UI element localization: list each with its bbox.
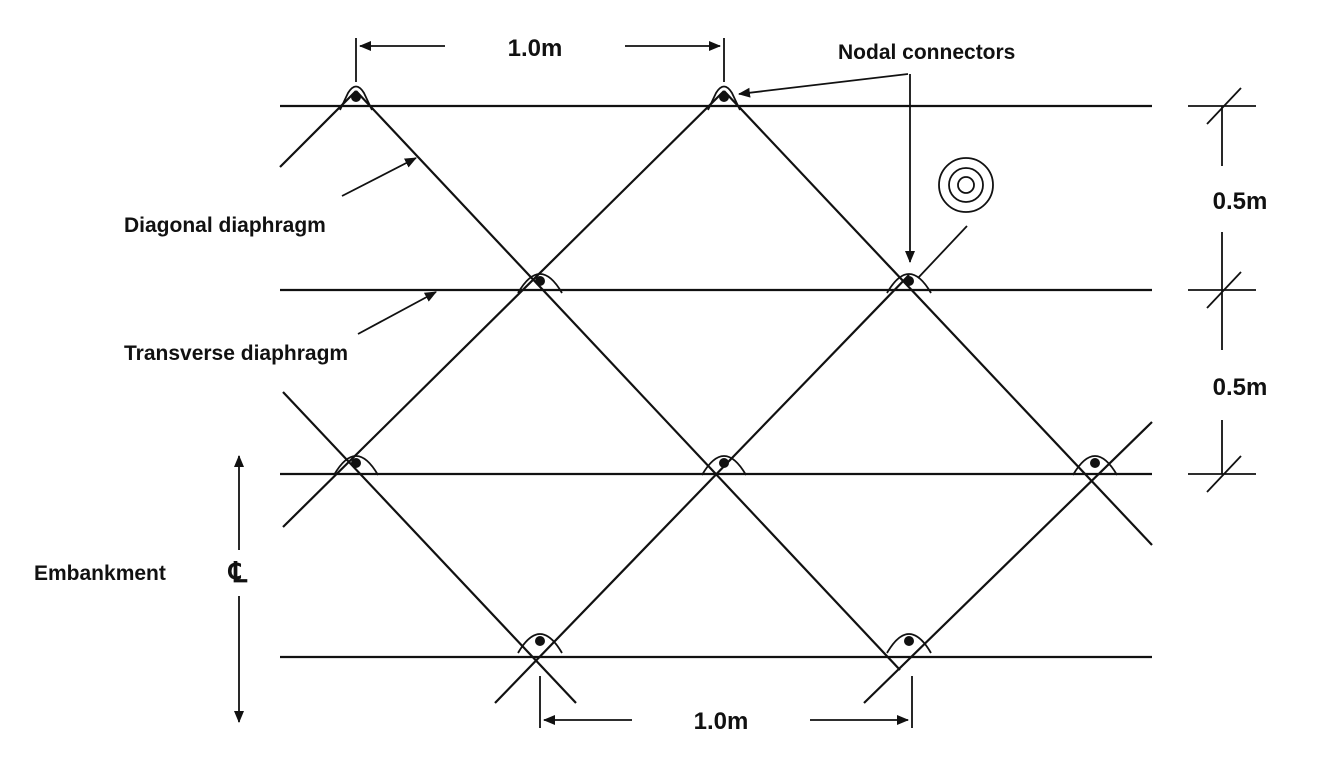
nodal-connector <box>339 85 373 111</box>
nodal-connector <box>886 633 932 654</box>
diagonal-diaphragm-label: Diagonal diaphragm <box>124 214 326 237</box>
diagonal-line <box>279 90 357 168</box>
nodal-connector <box>1072 455 1118 476</box>
diagonal-line <box>282 90 725 528</box>
nodal-connector <box>517 273 563 294</box>
bottom-dimension-label: 1.0m <box>694 708 749 735</box>
diagonal-diaphragm-callout: Diagonal diaphragm <box>124 157 417 237</box>
diagonal-line <box>494 274 910 704</box>
transverse-diaphragm-callout: Transverse diaphragm <box>124 291 437 365</box>
right-dimension-upper-label: 0.5m <box>1213 188 1268 215</box>
diagonal-line <box>863 421 1153 704</box>
top-dimension: 1.0m <box>355 35 725 82</box>
embankment-centerline: Embankment ℄ <box>34 455 248 723</box>
nodal-connector <box>333 455 379 476</box>
nodal-connector <box>886 273 932 294</box>
centerline-icon: ℄ <box>227 557 248 588</box>
diagonal-line <box>282 391 577 704</box>
top-dimension-label: 1.0m <box>508 35 563 62</box>
transverse-diaphragm-label: Transverse diaphragm <box>124 342 348 365</box>
diagonal-line <box>723 90 1153 546</box>
nodal-connector <box>517 633 563 654</box>
nodal-connectors-label: Nodal connectors <box>838 41 1015 64</box>
diagonal-diaphragm-lines <box>279 90 1153 704</box>
coil-icon <box>917 157 994 279</box>
nodal-connectors-callout: Nodal connectors <box>738 41 1015 263</box>
transverse-diaphragm-lines <box>280 104 1152 659</box>
right-dimension: 0.5m 0.5m <box>1188 87 1268 493</box>
right-dimension-lower-label: 0.5m <box>1213 374 1268 401</box>
nodal-connectors <box>333 85 1118 654</box>
nodal-connector <box>701 455 747 476</box>
diagonal-line <box>355 90 901 671</box>
embankment-label: Embankment <box>34 562 166 585</box>
bottom-dimension: 1.0m <box>539 676 913 735</box>
nodal-connector <box>707 85 741 111</box>
